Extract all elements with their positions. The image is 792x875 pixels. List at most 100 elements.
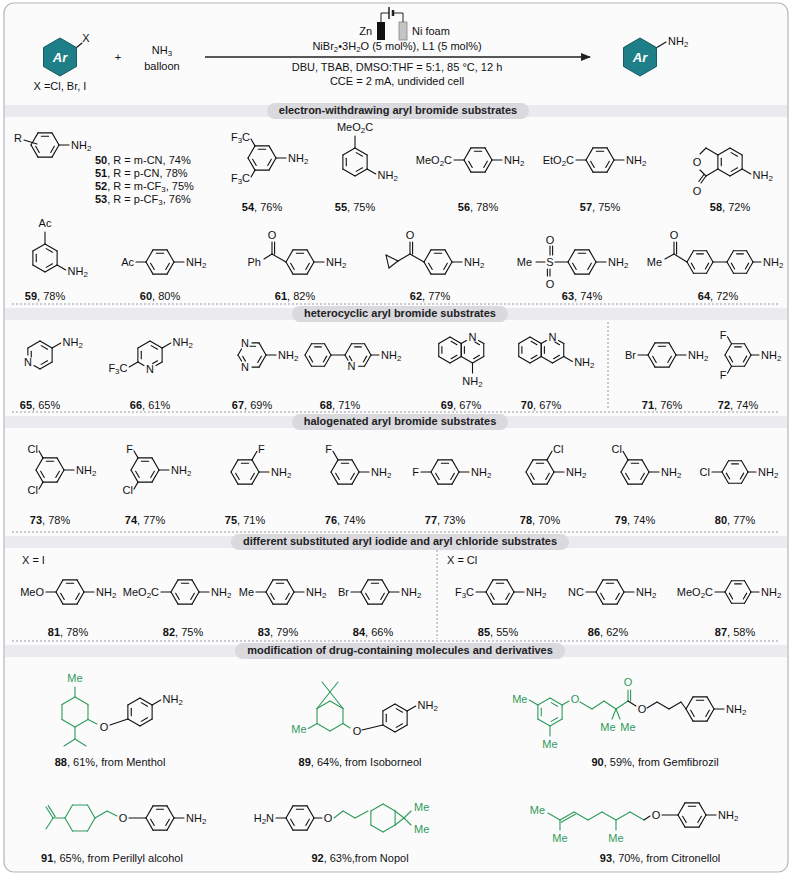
bond-line bbox=[451, 341, 457, 344]
atom-label: Cl bbox=[612, 443, 622, 456]
bond-line bbox=[314, 817, 322, 818]
atom-label: Cl bbox=[28, 443, 38, 456]
yield-label: 93, 70%, from Citronellol bbox=[600, 852, 720, 865]
atom-label: F3C bbox=[231, 172, 250, 185]
section-band bbox=[5, 105, 787, 117]
bond-line bbox=[575, 249, 589, 250]
bond-line bbox=[131, 470, 138, 482]
bond-line bbox=[714, 708, 724, 709]
bond-line bbox=[238, 349, 242, 355]
bond-line bbox=[731, 263, 734, 269]
bond-line bbox=[742, 461, 749, 472]
bond-line bbox=[156, 362, 162, 366]
bond-line bbox=[469, 161, 473, 167]
node-text: different substituted aryl iodide and ar… bbox=[243, 535, 557, 547]
bond-line bbox=[368, 579, 382, 580]
atom-label: NH2 bbox=[471, 466, 491, 479]
bond-line bbox=[63, 579, 77, 580]
atom-label: NH2 bbox=[464, 256, 484, 269]
bond-line bbox=[559, 341, 564, 344]
bond-line bbox=[33, 244, 45, 251]
atom-label: N bbox=[241, 337, 249, 350]
bond-line bbox=[486, 580, 493, 592]
bond-line bbox=[530, 357, 541, 364]
atom-label: O bbox=[693, 185, 702, 198]
bond-line bbox=[616, 812, 630, 820]
bond-line bbox=[438, 459, 452, 460]
bond-line bbox=[286, 250, 293, 262]
reaction-arrow bbox=[205, 56, 590, 57]
bond-line bbox=[742, 169, 751, 174]
bond-line bbox=[167, 250, 174, 262]
bond-line bbox=[507, 580, 514, 592]
bond-line bbox=[95, 811, 107, 818]
bond-line bbox=[293, 805, 307, 806]
bond-line bbox=[699, 803, 706, 815]
bond-line bbox=[151, 263, 155, 269]
atom-label: Me bbox=[530, 804, 545, 817]
bond-line bbox=[436, 473, 440, 479]
bond-line bbox=[367, 155, 368, 169]
bond-line bbox=[110, 719, 128, 725]
atom-label: NH2 bbox=[371, 466, 391, 479]
yield-label: 57, 75% bbox=[580, 201, 620, 214]
atom-label: N bbox=[146, 363, 154, 376]
bond-line bbox=[305, 344, 312, 355]
yield-label: 55, 75% bbox=[335, 201, 375, 214]
yield-label: 80, 77% bbox=[715, 514, 755, 527]
bond-line bbox=[474, 151, 481, 152]
bond-line bbox=[32, 251, 33, 265]
yield-label: 75, 71% bbox=[225, 514, 265, 527]
atom-label: NH2 bbox=[504, 154, 524, 167]
bond-line bbox=[586, 160, 593, 172]
bond-line bbox=[742, 472, 749, 483]
bond-line bbox=[681, 702, 686, 709]
bond-line bbox=[395, 704, 407, 711]
bond-line bbox=[383, 725, 395, 732]
bond-line bbox=[631, 463, 638, 464]
yield-label: 79, 74% bbox=[615, 514, 655, 527]
yield-label: 85, 55% bbox=[478, 626, 518, 639]
hexagon-fill bbox=[44, 38, 77, 76]
atom-label: O bbox=[693, 156, 702, 169]
yield-label: 70, 67% bbox=[521, 399, 561, 412]
bond-line bbox=[333, 451, 338, 460]
bond-line bbox=[555, 261, 568, 262]
bond-line bbox=[573, 263, 577, 269]
atom-label: O bbox=[546, 278, 555, 291]
bond-line bbox=[506, 593, 510, 599]
bond-line bbox=[653, 356, 657, 362]
bond-line bbox=[24, 140, 37, 144]
bond-line bbox=[728, 366, 732, 373]
bond-line bbox=[396, 724, 402, 728]
atom-label: O bbox=[353, 725, 362, 738]
bond-line bbox=[753, 261, 761, 262]
bond-line bbox=[141, 461, 148, 462]
bond-line bbox=[134, 451, 138, 458]
bond-line bbox=[536, 261, 545, 262]
bond-line bbox=[140, 698, 152, 705]
bond-line bbox=[137, 348, 138, 362]
bond-line bbox=[31, 145, 38, 157]
bond-line bbox=[56, 580, 63, 592]
bond-line bbox=[371, 354, 379, 355]
bond-line bbox=[362, 725, 383, 730]
bond-line bbox=[355, 346, 362, 347]
bond-line bbox=[238, 459, 252, 460]
atom-label: O bbox=[652, 809, 661, 822]
bond-line bbox=[382, 592, 389, 604]
bond-line bbox=[630, 690, 631, 701]
atom-label: O bbox=[406, 229, 415, 242]
bond-line bbox=[596, 592, 603, 604]
atom-label: balloon bbox=[144, 60, 179, 73]
bond-line bbox=[231, 472, 238, 484]
bond-line bbox=[747, 262, 754, 273]
bond-line bbox=[630, 812, 644, 820]
bond-line bbox=[62, 697, 75, 705]
bond-line bbox=[745, 344, 752, 355]
bond-line bbox=[493, 604, 507, 605]
bond-line bbox=[507, 592, 514, 604]
bond-line bbox=[734, 250, 747, 251]
atom-label: NH2 bbox=[381, 349, 401, 362]
